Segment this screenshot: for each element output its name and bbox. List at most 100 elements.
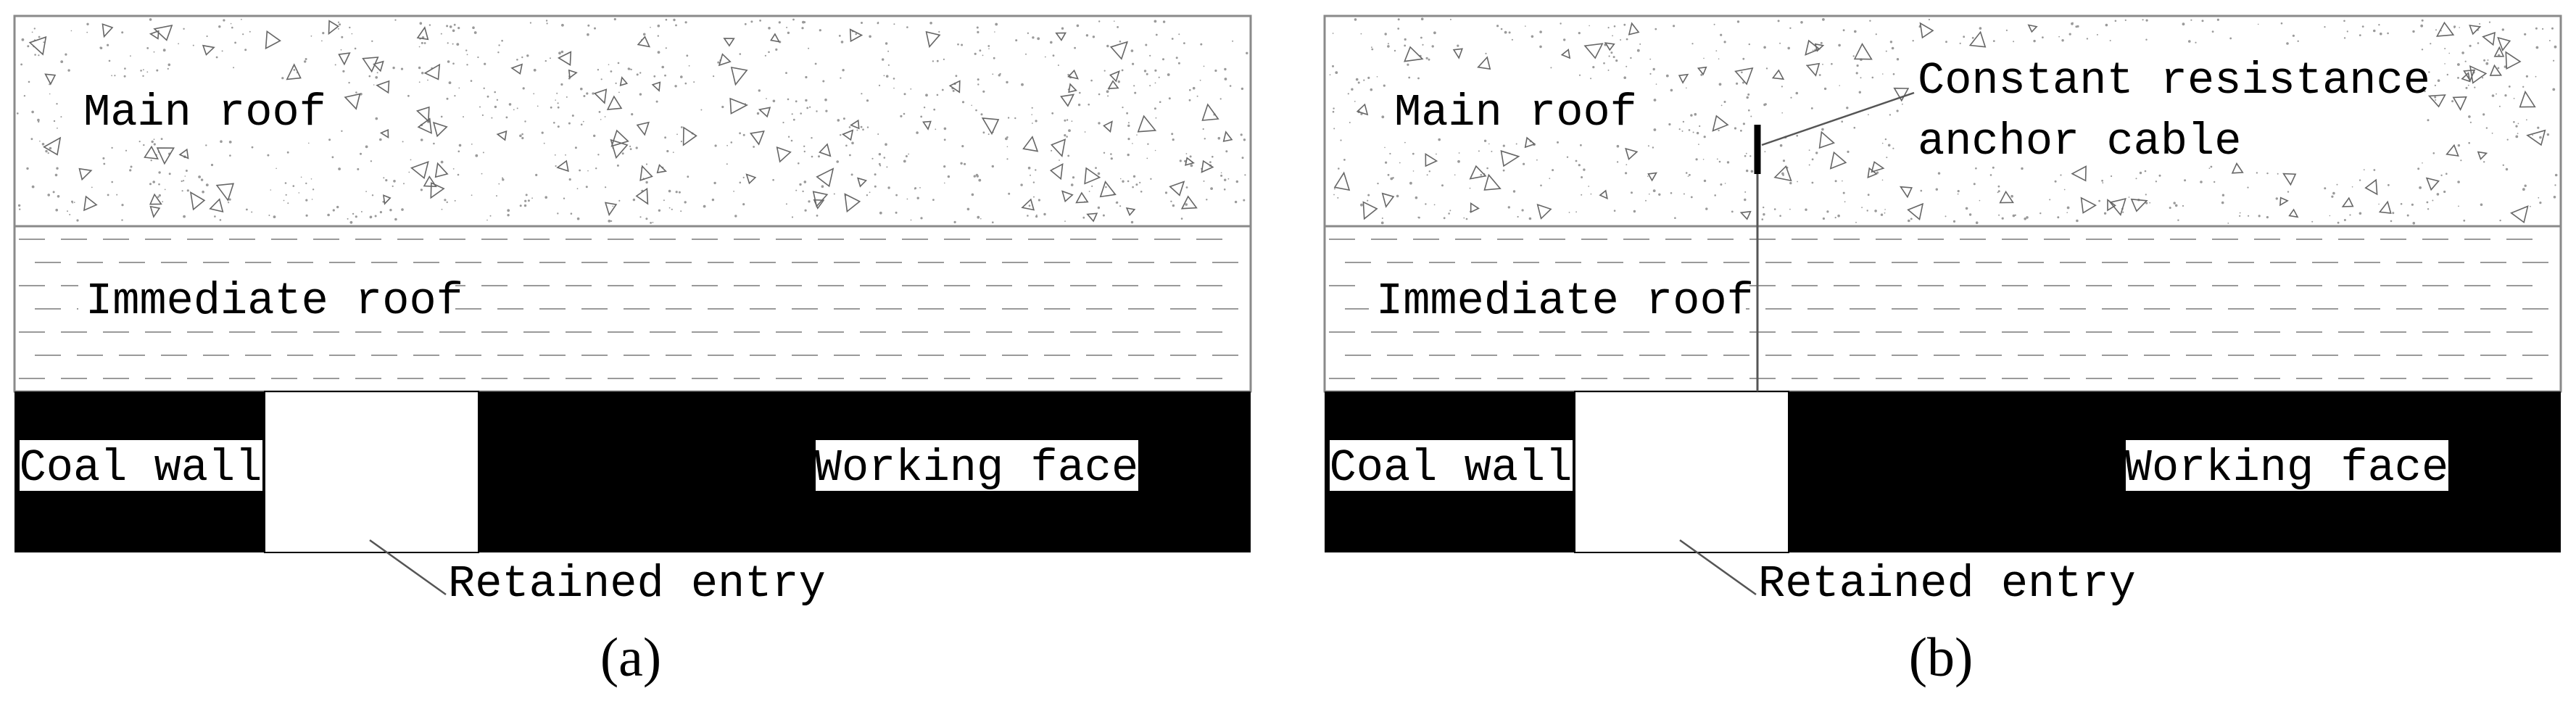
speckle-dot [2122,211,2124,213]
speckle-dot [1354,18,1357,21]
speckle-dot [1720,104,1723,107]
speckle-dot [91,186,93,189]
speckle-dot [1578,32,1581,35]
speckle-dot [856,129,858,131]
speckle-dot [605,186,607,189]
speckle-dot [347,218,349,220]
speckle-dot [1390,177,1393,181]
aggregate-triangle [2452,96,2467,111]
speckle-dot [121,31,124,34]
speckle-dot [1882,73,1884,75]
speckle-dot [1006,80,1009,84]
speckle-dot [285,194,287,196]
speckle-dot [233,67,235,69]
aggregate-triangle [656,164,667,174]
speckle-dot [2457,63,2460,66]
speckle-dot [1854,30,1857,33]
speckle-dot [410,159,412,161]
speckle-dot [1189,155,1192,158]
speckle-dot [906,198,908,200]
speckle-dot [1763,206,1765,209]
aggregate-triangle [434,162,449,178]
speckle-dot [2469,121,2472,123]
speckle-dot [808,200,811,203]
speckle-dot [663,199,665,202]
speckle-dot [1246,51,1248,55]
speckle-dot [284,182,287,184]
speckle-dot [49,83,51,86]
speckle-dot [2465,86,2468,89]
speckle-dot [305,182,307,185]
speckle-dot [2195,41,2197,44]
speckle-dot [1866,210,1868,212]
speckle-dot [1428,170,1431,173]
speckle-dot [982,90,985,93]
speckle-dot [597,69,600,71]
speckle-dot [1162,58,1164,61]
speckle-dot [583,95,586,97]
speckle-dot [498,183,500,185]
speckle-dot [321,40,323,42]
speckle-dot [146,71,149,73]
speckle-dot [554,154,556,156]
speckle-dot [556,92,558,94]
panel-a-coal-wall-label: Coal wall [20,442,262,494]
speckle-dot [680,210,682,212]
speckle-dot [1855,221,1857,223]
aggregate-triangle [556,160,569,173]
speckle-dot [1821,128,1824,131]
speckle-dot [1119,40,1122,43]
speckle-dot [1332,33,1334,34]
speckle-dot [531,197,533,199]
aggregate-triangle [849,28,864,43]
speckle-dot [1224,78,1227,80]
speckle-dot [772,99,776,103]
speckle-dot [1620,39,1622,41]
aggregate-triangle [619,76,629,86]
speckle-dot [2346,30,2348,33]
speckle-dot [244,49,247,51]
speckle-dot [1764,151,1766,153]
speckle-dot [2434,96,2437,99]
speckle-dot [1782,160,1786,162]
speckle-dot [960,162,963,165]
speckle-dot [1997,190,2000,193]
speckle-dot [2054,180,2057,183]
speckle-dot [1744,154,1747,157]
speckle-dot [1107,95,1109,97]
speckle-dot [650,222,652,224]
panel-a: Coal wall Working face Main roof Immedia… [13,15,1252,688]
speckle-dot [703,204,706,208]
speckle-dot [1020,183,1023,186]
speckle-dot [1979,27,1982,30]
aggregate-triangle [1919,22,1934,39]
speckle-dot [2111,175,2113,178]
speckle-dot [977,30,980,34]
aggregate-triangle [948,80,961,94]
speckle-dot [1889,41,1893,44]
speckle-dot [37,118,40,122]
speckle-dot [1674,217,1676,220]
speckle-dot [400,67,404,70]
speckle-dot [555,99,556,101]
speckle-dot [419,22,423,25]
speckle-dot [878,153,882,156]
speckle-dot [458,87,460,89]
speckle-dot [2482,113,2485,116]
aggregate-triangle [1099,181,1117,198]
speckle-dot [1723,41,1726,44]
speckle-dot [305,58,307,60]
speckle-dot [17,112,19,115]
speckle-dot [786,26,788,28]
aggregate-triangle [2493,46,2505,57]
speckle-dot [676,133,678,136]
speckle-dot [665,18,668,21]
aggregate-triangle [723,38,735,47]
speckle-dot [444,199,447,202]
speckle-dot [877,133,879,135]
speckle-dot [30,138,33,141]
speckle-dot [340,49,342,51]
aggregate-triangle [813,199,825,210]
speckle-dot [885,42,888,45]
speckle-dot [479,106,481,108]
